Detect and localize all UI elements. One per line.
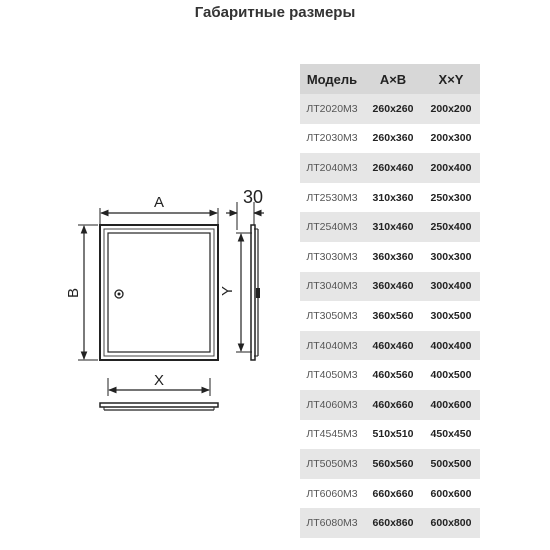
- table-header-row: Модель A×B X×Y: [300, 64, 480, 94]
- ab-size-cell: 260x460: [364, 153, 422, 183]
- page-title: Габаритные размеры: [194, 4, 356, 21]
- model-cell: ЛТ2030М3: [306, 132, 358, 145]
- column-header-ab: A×B: [364, 64, 422, 94]
- xy-size-cell: 600x600: [430, 487, 472, 500]
- ab-size-cell: 510x510: [372, 428, 414, 441]
- model-cell: ЛТ4545М3: [306, 428, 358, 441]
- model-cell: ЛТ3030М3: [306, 250, 358, 263]
- xy-size-cell: 200x400: [422, 153, 480, 183]
- model-cell: ЛТ5050М3: [300, 449, 364, 479]
- ab-size-cell: 260x360: [372, 132, 414, 145]
- xy-size-cell: 400x600: [422, 389, 480, 420]
- xy-size-cell: 500x500: [422, 449, 480, 479]
- table-row: ЛТ4050М3 460x560 400x500: [300, 360, 480, 390]
- ab-size-cell: 310x360: [372, 191, 414, 204]
- xy-size-cell: 300x400: [422, 271, 480, 302]
- model-cell: ЛТ2530М3: [306, 191, 358, 204]
- hatch-door: [107, 232, 211, 353]
- ab-size-cell: 560x560: [364, 449, 422, 479]
- model-cell: ЛТ4050М3: [306, 369, 358, 382]
- ab-size-cell: 310x460: [364, 212, 422, 242]
- table-row: ЛТ6060М3 660x660 600x600: [300, 479, 480, 509]
- table-row: ЛТ2530М3 310x360 250x300: [300, 183, 480, 213]
- model-cell: ЛТ6080М3: [300, 508, 364, 538]
- label-x: X: [154, 372, 164, 389]
- xy-size-cell: 300x300: [430, 250, 472, 263]
- hatch-dimension-drawing: A B 30 Y X: [65, 187, 264, 411]
- label-y: Y: [219, 286, 236, 296]
- model-cell: ЛТ6060М3: [306, 487, 358, 500]
- label-depth: 30: [243, 187, 263, 207]
- model-cell: ЛТ3050М3: [306, 309, 358, 322]
- label-b: B: [65, 288, 82, 298]
- xy-size-cell: 450x450: [430, 428, 472, 441]
- ab-size-cell: 460x660: [364, 389, 422, 420]
- xy-size-cell: 200x200: [422, 94, 480, 124]
- xy-size-cell: 250x400: [422, 212, 480, 242]
- model-cell: ЛТ2540М3: [300, 212, 364, 242]
- model-cell: ЛТ4040М3: [300, 330, 364, 361]
- xy-size-cell: 400x500: [430, 369, 472, 382]
- label-a: A: [154, 194, 164, 211]
- ab-size-cell: 360x360: [372, 250, 414, 263]
- table-row: ЛТ2030М3 260x360 200x300: [300, 124, 480, 154]
- column-header-xy: X×Y: [422, 64, 480, 94]
- xy-size-cell: 400x400: [422, 330, 480, 361]
- xy-size-cell: 250x300: [430, 191, 472, 204]
- ab-size-cell: 460x460: [364, 330, 422, 361]
- model-cell: ЛТ3040М3: [300, 271, 364, 302]
- model-cell: ЛТ4060М3: [300, 389, 364, 420]
- xy-size-cell: 200x300: [430, 132, 472, 145]
- xy-size-cell: 600x800: [422, 508, 480, 538]
- hatch-side-view: [250, 224, 256, 361]
- ab-size-cell: 360x460: [364, 271, 422, 302]
- ab-size-cell: 660x860: [364, 508, 422, 538]
- table-row: ЛТ4545М3 510x510 450x450: [300, 420, 480, 450]
- table-row: ЛТ3050М3 360x560 300x500: [300, 301, 480, 331]
- table-row: ЛТ3030М3 360x360 300x300: [300, 242, 480, 272]
- ab-size-cell: 260x260: [364, 94, 422, 124]
- model-cell: ЛТ2020М3: [300, 94, 364, 124]
- ab-size-cell: 660x660: [372, 487, 414, 500]
- ab-size-cell: 460x560: [372, 369, 414, 382]
- hatch-bottom-view: [99, 402, 219, 408]
- ab-size-cell: 360x560: [372, 309, 414, 322]
- xy-size-cell: 300x500: [430, 309, 472, 322]
- model-cell: ЛТ2040М3: [300, 153, 364, 183]
- column-header-model: Модель: [300, 64, 364, 94]
